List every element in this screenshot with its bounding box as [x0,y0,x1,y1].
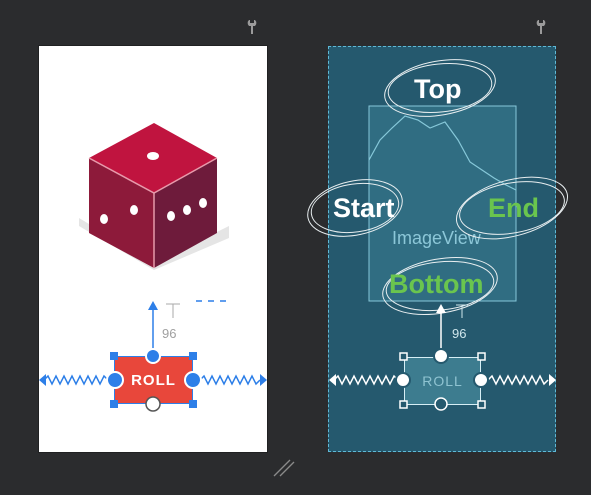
dice-image [79,123,229,270]
constraint-label-start: Start [333,193,395,223]
constraint-label-top: Top [414,74,462,104]
wrench-icon[interactable] [532,18,550,36]
resize-handle-icon[interactable] [272,456,296,480]
roll-button-blueprint[interactable]: ROLL [404,357,481,405]
constraint-label-bottom: Bottom [389,269,484,299]
margin-value-right: 96 [452,326,467,341]
constraint-label-end: End [488,193,539,223]
margin-value-left: 96 [162,326,177,341]
wrench-icon[interactable] [243,18,261,36]
imageview-label: ImageView [392,228,481,248]
roll-button[interactable]: ROLL [114,356,193,404]
